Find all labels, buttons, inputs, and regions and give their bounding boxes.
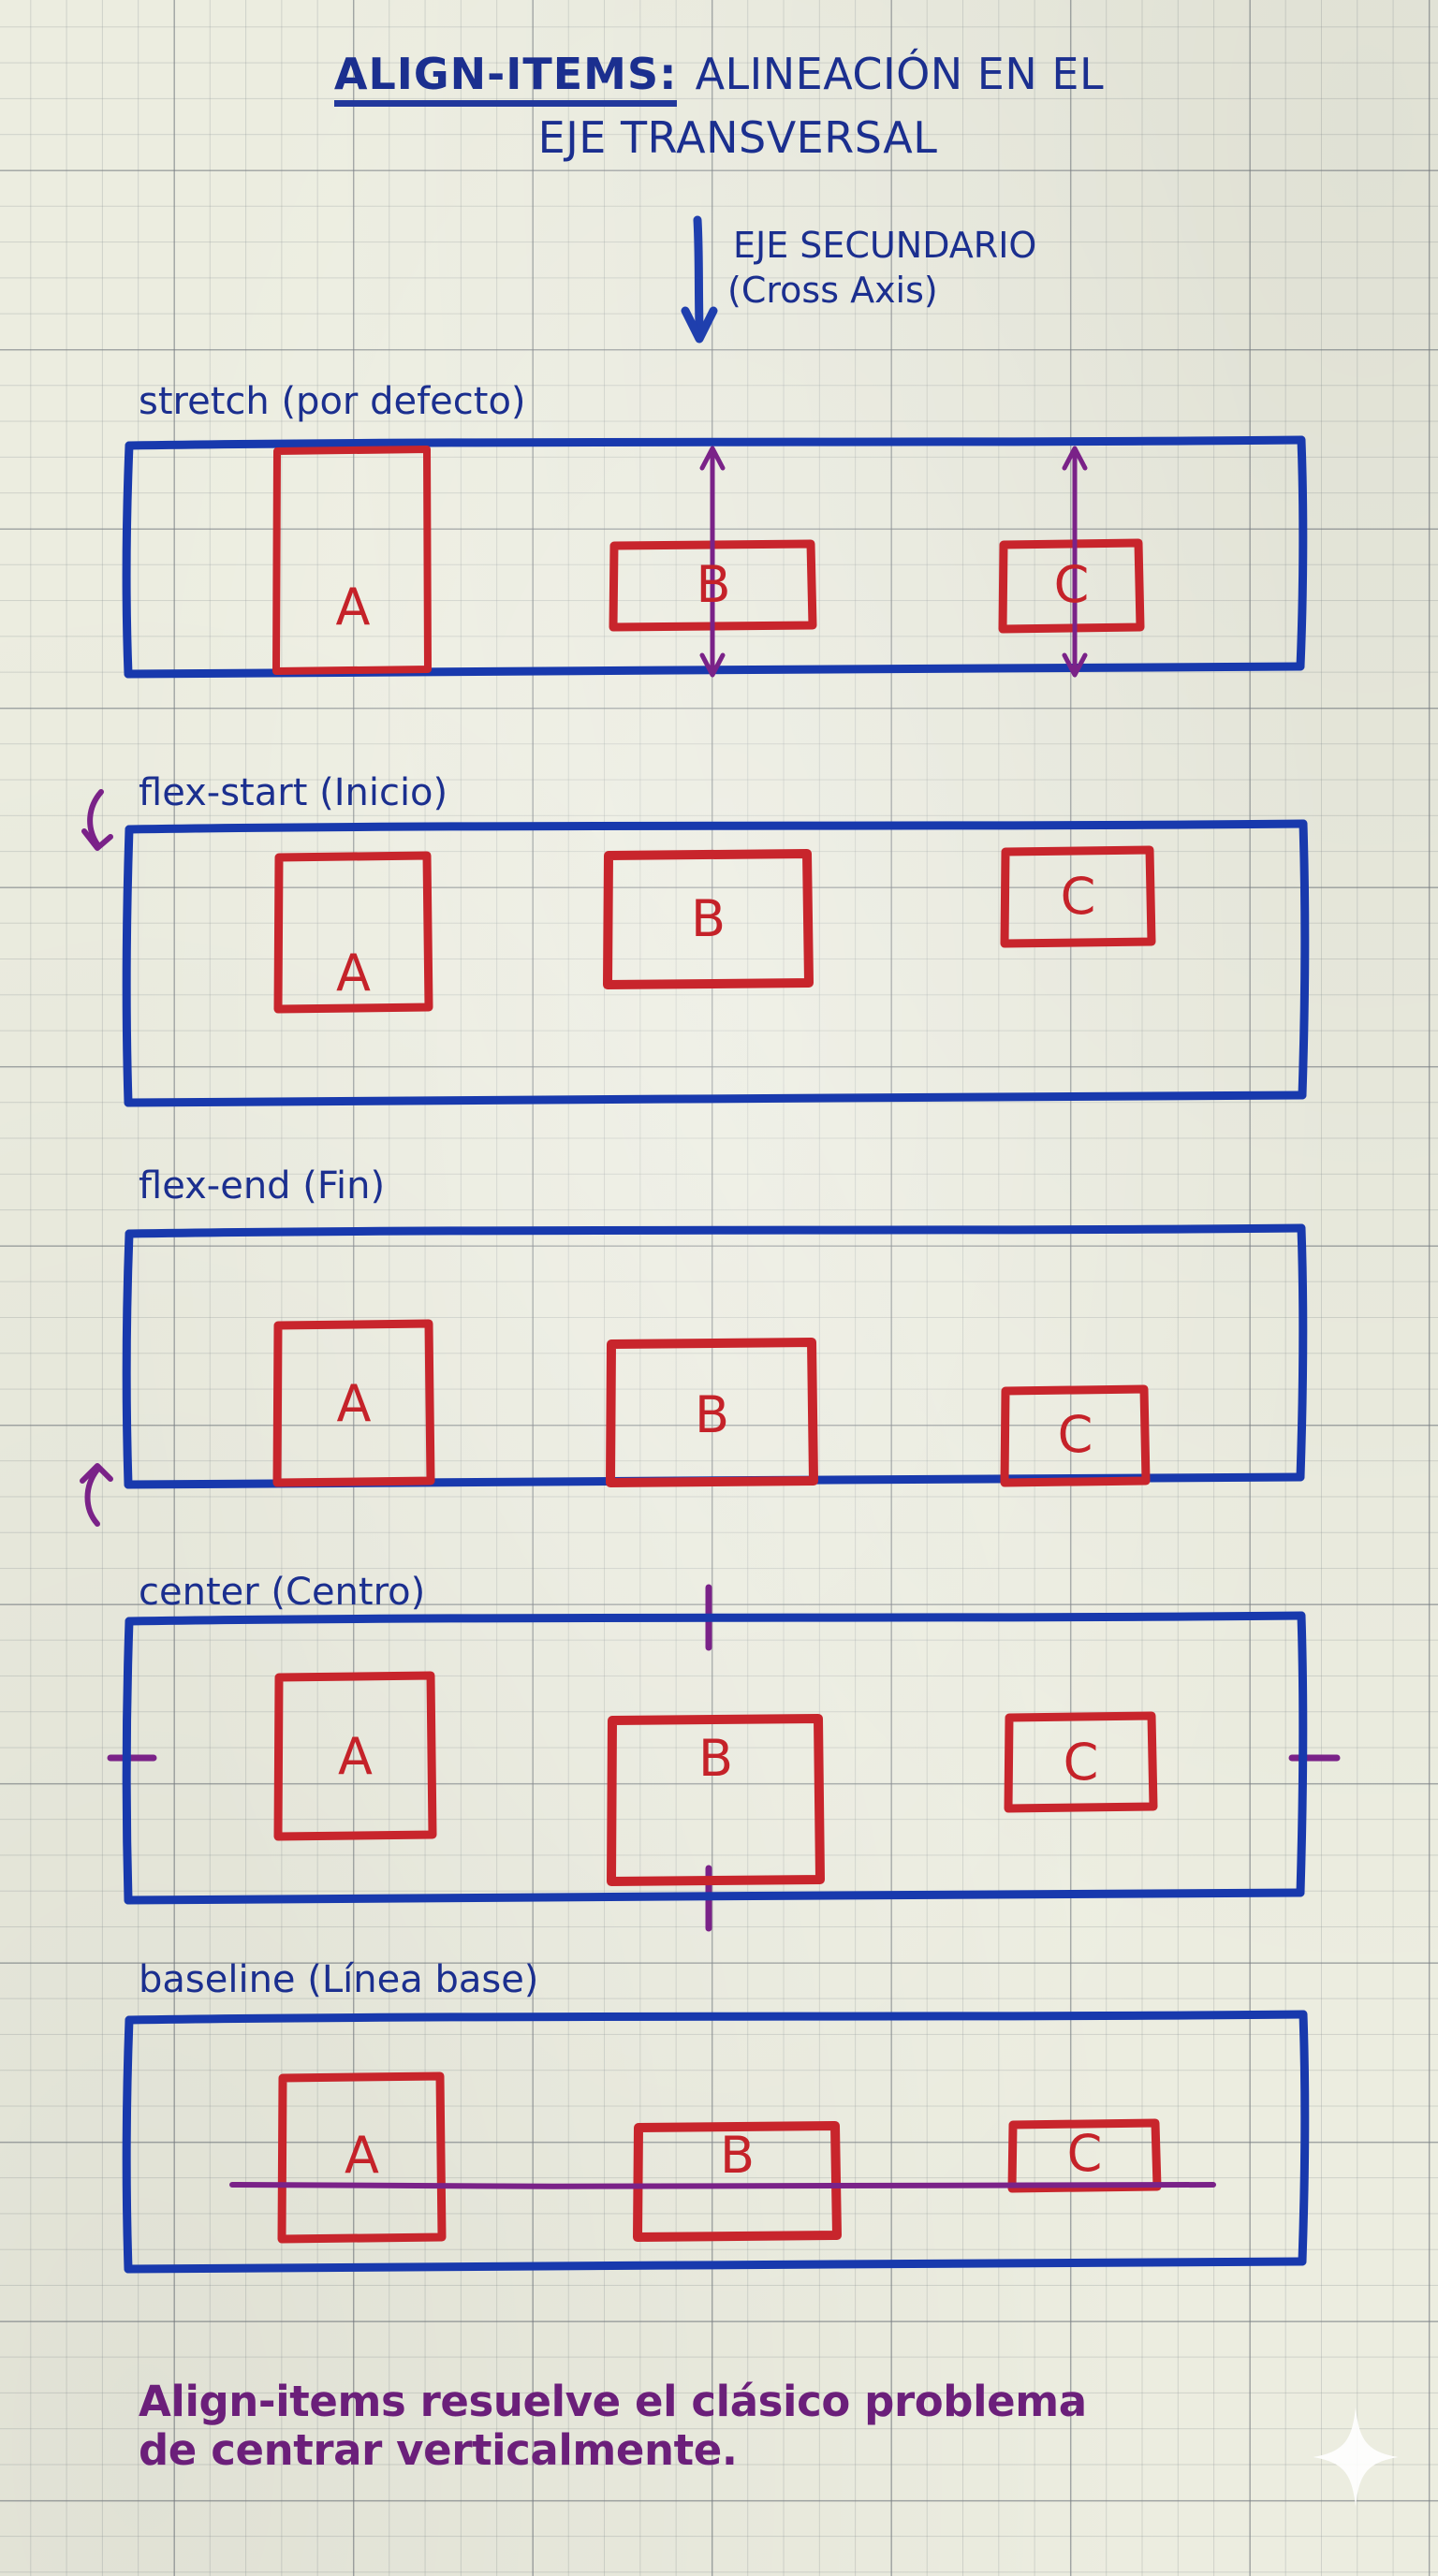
row-flex-end: flex-end (Fin) A B C <box>0 1159 1438 1533</box>
item-box-b <box>609 539 817 632</box>
row-label-baseline: baseline (Línea base) <box>139 1958 539 2001</box>
item-letter-a: A <box>335 578 371 637</box>
row-label-stretch: stretch (por defecto) <box>139 380 526 423</box>
row-stretch: stretch (por defecto) <box>0 374 1438 749</box>
item-box-b <box>606 1338 818 1487</box>
title-subject: ALINEACIÓN EN EL <box>681 49 1105 99</box>
row-label-flex-start: flex-start (Inicio) <box>139 771 448 814</box>
item-letter-a: A <box>336 944 371 1003</box>
footer-line-2: de centrar verticalmente. <box>139 2425 738 2475</box>
item-letter-c: C <box>1060 867 1096 926</box>
row-baseline: baseline (Línea base) A B C <box>0 1945 1438 2320</box>
title-keyword: ALIGN-ITEMS: <box>333 51 678 107</box>
item-box-b <box>633 2121 842 2242</box>
item-box-c <box>998 538 1145 634</box>
item-letter-c: C <box>1057 1405 1093 1464</box>
item-letter-a: A <box>345 2126 379 2185</box>
item-letter-c: C <box>1066 2124 1103 2183</box>
cross-axis-arrow-icon <box>681 215 718 344</box>
item-box-a <box>273 1671 437 1841</box>
flex-container-stretch <box>122 435 1308 679</box>
row-flex-start: flex-start (Inicio) A B C <box>0 766 1438 1140</box>
cross-axis-callout: EJE SECUNDARIO (Cross Axis) <box>681 215 1343 356</box>
sparkle-icon <box>1313 2407 1399 2508</box>
baseline-line-icon <box>229 2182 1216 2189</box>
item-letter-a: A <box>336 1374 372 1433</box>
item-box-a <box>272 446 432 675</box>
item-letter-b: B <box>697 1729 734 1788</box>
page-title: ALIGN-ITEMS: ALINEACIÓN EN EL EJE TRANSV… <box>0 43 1438 168</box>
flex-container-baseline <box>122 2010 1310 2274</box>
row-label-flex-end: flex-end (Fin) <box>139 1164 386 1208</box>
flex-container-center <box>107 1584 1341 1932</box>
flex-container-flex-start <box>81 789 1310 1107</box>
flex-container-flex-end <box>80 1223 1308 1527</box>
item-box-b <box>607 1714 825 1886</box>
item-box-a <box>272 1319 435 1487</box>
item-letter-b: B <box>719 2126 756 2185</box>
row-label-center: center (Centro) <box>139 1571 426 1614</box>
item-box-c <box>1004 1711 1158 1813</box>
title-line-1: ALIGN-ITEMS: ALINEACIÓN EN EL <box>0 43 1438 107</box>
item-letter-c: C <box>1053 555 1090 614</box>
item-box-c <box>1000 1384 1151 1487</box>
item-letter-b: B <box>690 889 726 948</box>
item-letter-b: B <box>696 555 731 614</box>
flex-end-curve-arrow-icon <box>80 1463 113 1527</box>
item-letter-a: A <box>338 1727 373 1786</box>
stretch-arrow-c-icon <box>1062 446 1088 678</box>
footer-note: Align-items resuelve el clásico problema… <box>139 2378 1262 2475</box>
footer-line-1: Align-items resuelve el clásico problema <box>139 2377 1087 2426</box>
row-center: center (Centro) A B C <box>0 1554 1438 1947</box>
item-box-a <box>273 851 433 1014</box>
item-box-b <box>603 849 814 989</box>
title-line-2: EJE TRANSVERSAL <box>537 112 938 163</box>
cross-axis-label: EJE SECUNDARIO <box>733 225 1037 266</box>
item-box-c <box>1000 845 1156 948</box>
flex-start-curve-arrow-icon <box>81 789 113 851</box>
item-letter-c: C <box>1063 1733 1099 1792</box>
cross-axis-sublabel: (Cross Axis) <box>727 270 938 311</box>
stretch-arrow-b-icon <box>699 446 726 678</box>
item-letter-b: B <box>694 1385 730 1444</box>
